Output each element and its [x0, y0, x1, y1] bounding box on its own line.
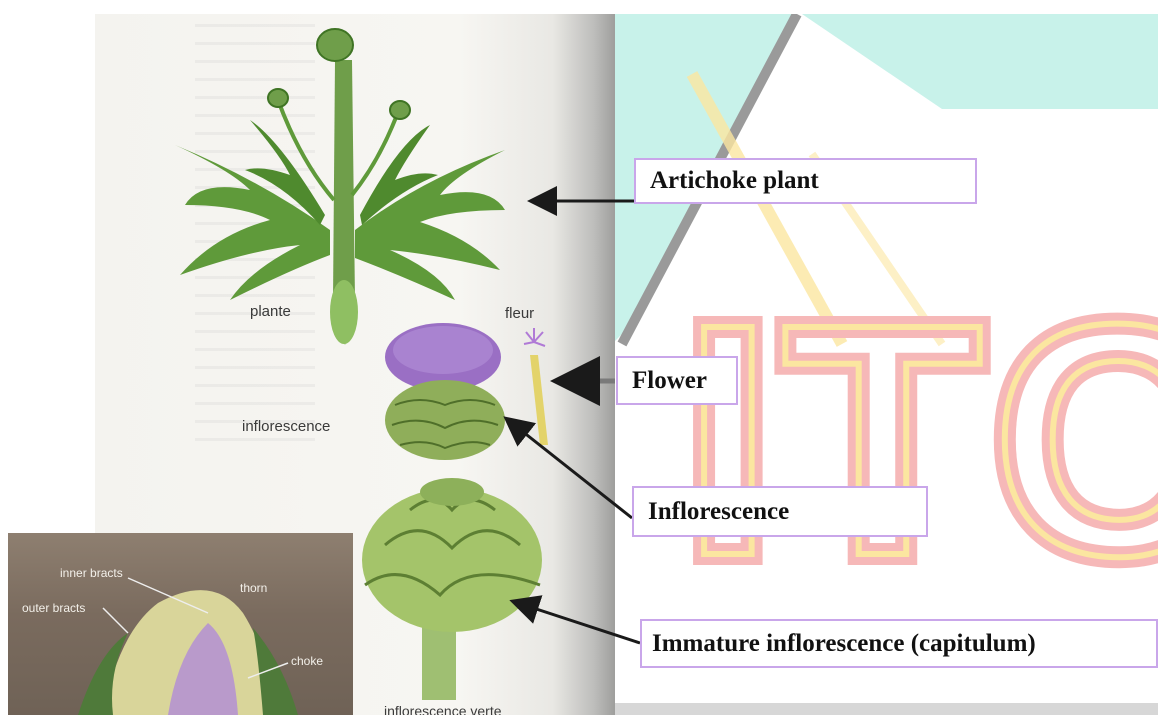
label-flower: Flower — [616, 356, 738, 405]
artichoke-cross-section-photo: inner bracts thorn outer bracts choke — [8, 533, 353, 715]
caption-plante: plante — [250, 303, 291, 320]
inset-caption-thorn: thorn — [240, 581, 267, 595]
artichoke-plant-illustration — [175, 29, 505, 345]
leaf-cluster-left — [175, 145, 330, 300]
left-bud — [268, 89, 288, 107]
inset-caption-outer-bracts: outer bracts — [22, 601, 85, 615]
floret-petals — [524, 328, 545, 346]
leaf-cluster-right — [355, 150, 505, 300]
inflorescence-illustration — [385, 323, 505, 460]
label-artichoke-plant: Artichoke plant — [634, 158, 977, 204]
caption-inflorescence-verte: inflorescence verte — [384, 703, 502, 715]
pointer-outer-bracts — [103, 608, 128, 633]
floret-tube — [530, 355, 548, 445]
label-immature-inflorescence: Immature inflorescence (capitulum) — [640, 619, 1158, 668]
inset-caption-choke: choke — [291, 654, 323, 668]
inset-caption-inner-bracts: inner bracts — [60, 566, 123, 580]
top-bud — [317, 29, 353, 61]
flower-head-highlight — [393, 326, 493, 374]
floret-illustration — [524, 328, 548, 445]
immature-inflorescence-illustration — [362, 478, 542, 700]
caption-inflorescence: inflorescence — [242, 418, 330, 435]
label-inflorescence: Inflorescence — [632, 486, 928, 537]
capitulum-top — [420, 478, 484, 506]
plant-base — [330, 280, 358, 344]
cross-section-graphic — [8, 533, 353, 715]
caption-fleur: fleur — [505, 305, 534, 322]
right-bud — [390, 101, 410, 119]
